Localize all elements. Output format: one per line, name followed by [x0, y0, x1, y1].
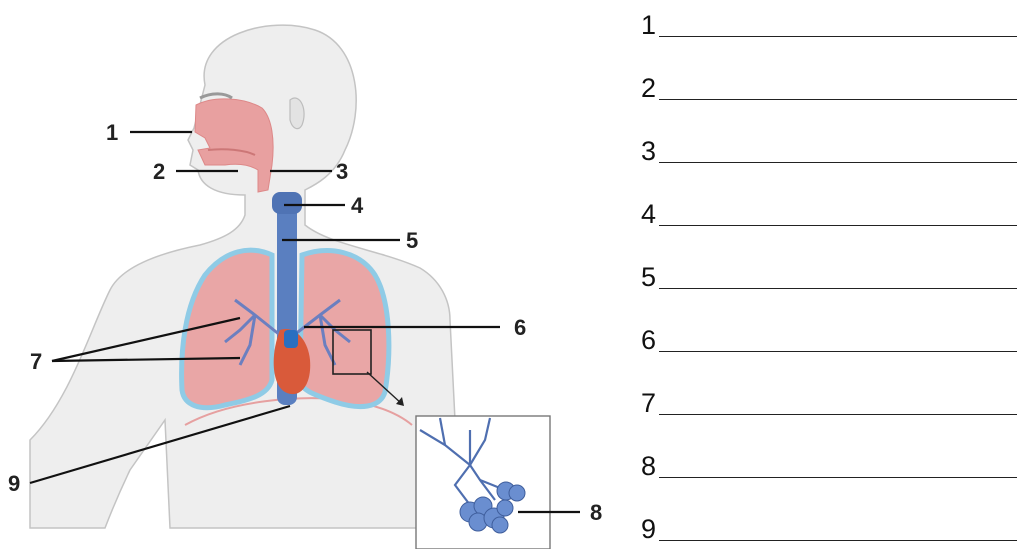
answer-blank-line[interactable] — [659, 36, 1017, 37]
answer-row-1[interactable]: 1 — [641, 0, 1019, 40]
callout-8: 8 — [590, 500, 602, 525]
answer-blank-line[interactable] — [659, 288, 1017, 289]
answer-row-6[interactable]: 6 — [641, 315, 1019, 355]
respiratory-system-diagram: 1 2 3 4 5 6 7 8 9 — [0, 0, 620, 549]
answer-blank-line[interactable] — [659, 99, 1017, 100]
answer-number: 8 — [641, 451, 656, 481]
answer-row-9[interactable]: 9 — [641, 504, 1019, 544]
ear-shape — [290, 98, 304, 129]
callout-9: 9 — [8, 471, 20, 496]
answer-number: 4 — [641, 199, 656, 229]
answer-number: 2 — [641, 73, 656, 103]
answer-row-8[interactable]: 8 — [641, 441, 1019, 481]
answer-row-3[interactable]: 3 — [641, 126, 1019, 166]
answer-row-7[interactable]: 7 — [641, 378, 1019, 418]
answer-row-4[interactable]: 4 — [641, 189, 1019, 229]
callout-5: 5 — [406, 228, 418, 253]
left-lung — [300, 251, 389, 407]
answer-blank-line[interactable] — [659, 477, 1017, 478]
answer-blank-line[interactable] — [659, 414, 1017, 415]
heart-top-vessel — [284, 330, 298, 348]
answer-number: 9 — [641, 514, 656, 544]
callout-2: 2 — [153, 159, 165, 184]
callout-3: 3 — [336, 159, 348, 184]
callout-1: 1 — [106, 120, 118, 145]
answer-number: 7 — [641, 388, 656, 418]
callout-6: 6 — [514, 315, 526, 340]
answer-number: 3 — [641, 136, 656, 166]
answer-number: 1 — [641, 10, 656, 40]
answer-row-2[interactable]: 2 — [641, 63, 1019, 103]
answer-blank-line[interactable] — [659, 540, 1017, 541]
callout-4: 4 — [351, 193, 364, 218]
answer-blank-line[interactable] — [659, 225, 1017, 226]
answer-number: 5 — [641, 262, 656, 292]
callout-7: 7 — [30, 349, 42, 374]
answer-blank-line[interactable] — [659, 351, 1017, 352]
answer-number: 6 — [641, 325, 656, 355]
answer-row-5[interactable]: 5 — [641, 252, 1019, 292]
answer-blank-line[interactable] — [659, 162, 1017, 163]
alveoli-inset — [416, 416, 550, 549]
